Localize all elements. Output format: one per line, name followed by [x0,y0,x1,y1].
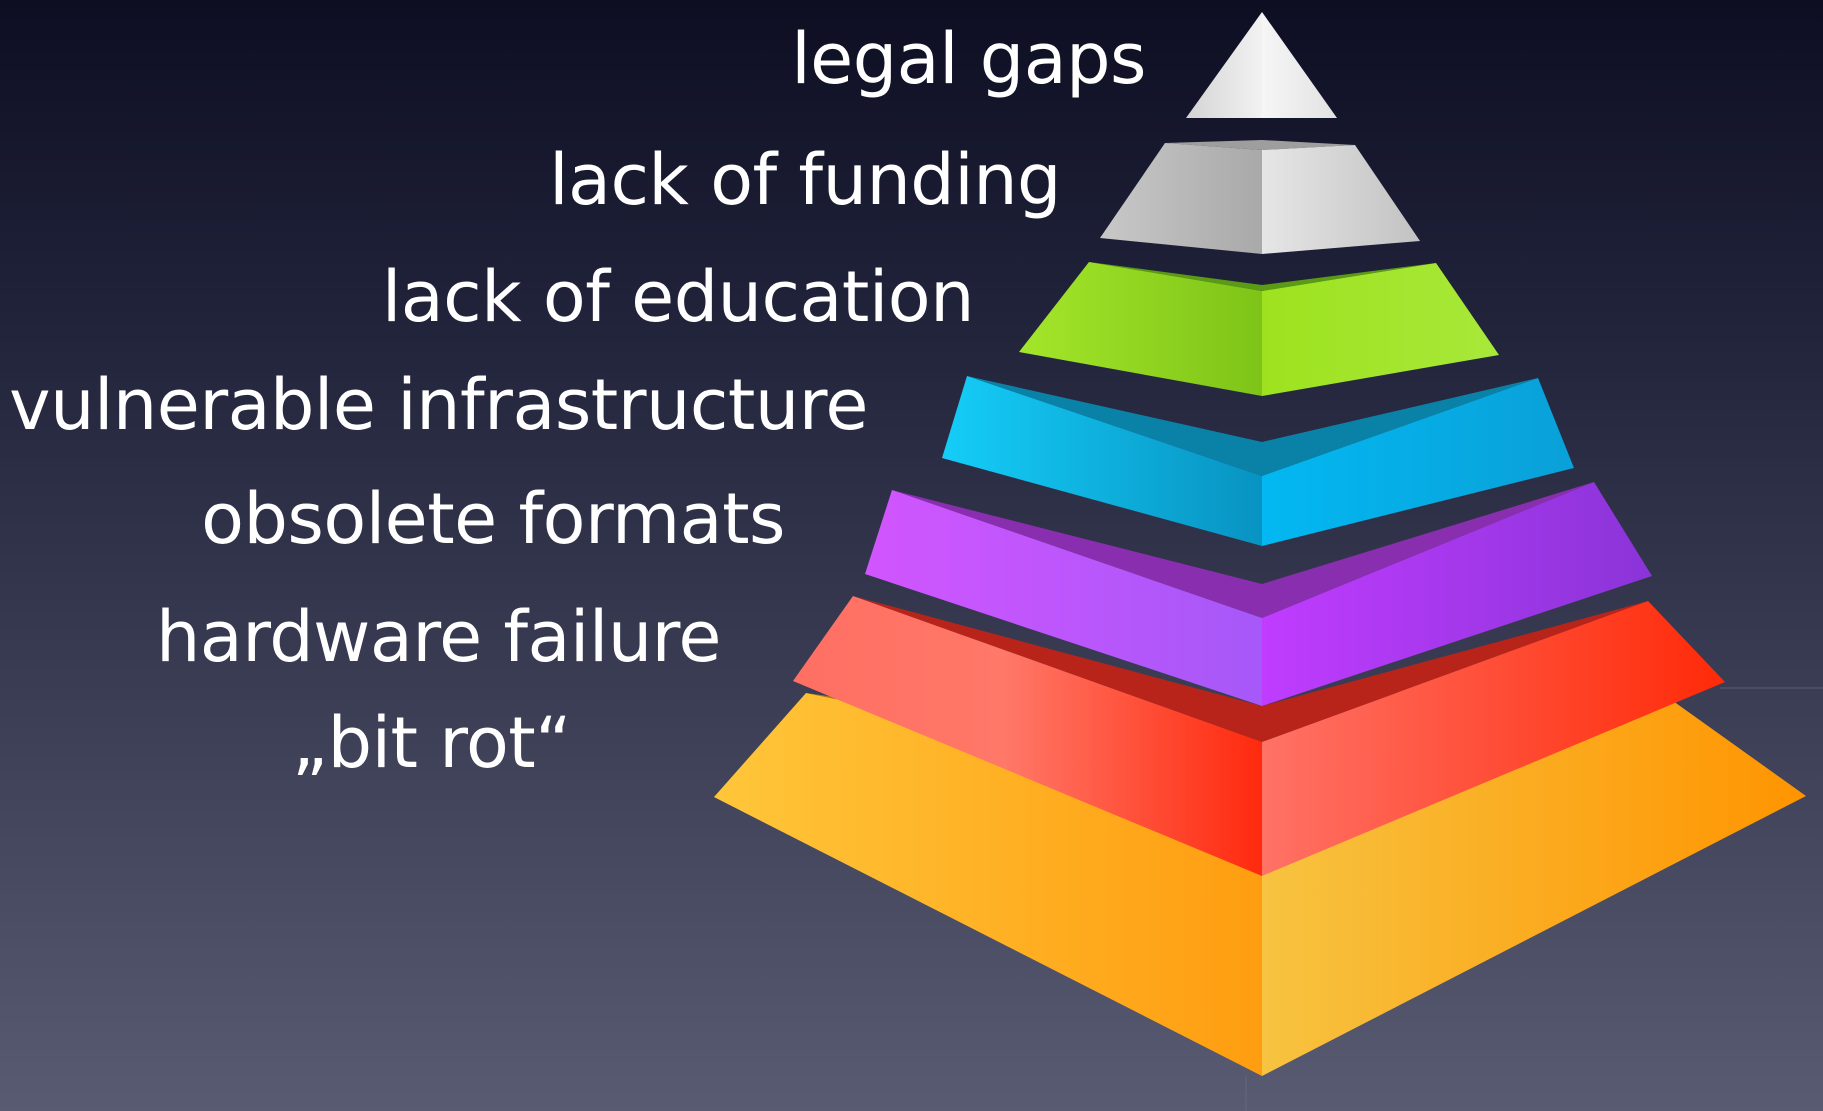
layer-lack-of-education [1019,262,1499,396]
layer-hardware-failure-left-face [793,596,1262,876]
label-lack-of-education: lack of education [381,256,975,338]
layer-vulnerable-infrastructure-right-face [1262,378,1574,546]
layer-lack-of-funding [1100,140,1420,254]
layer-vulnerable-infrastructure-left-face [942,376,1262,546]
layer-hardware-failure-top [853,596,1648,742]
layer-lack-of-funding-left-face [1100,143,1262,254]
layer-obsolete-formats-top [892,482,1594,618]
layer-hardware-failure [793,596,1725,876]
layer-lack-of-education-top [1089,262,1436,291]
label-obsolete-formats: obsolete formats [201,478,785,560]
layer-obsolete-formats-right-face [1262,482,1652,706]
layer-legal-gaps-left-face [1186,12,1262,118]
label-legal-gaps: legal gaps [791,18,1146,100]
label-hardware-failure: hardware failure [155,596,722,678]
layer-legal-gaps-right-face [1262,12,1337,118]
layer-legal-gaps [1186,12,1337,118]
layer-lack-of-funding-top [1165,140,1355,150]
label-vulnerable-infrastructure: vulnerable infrastructure [9,364,868,446]
layer-vulnerable-infrastructure-top [967,376,1538,476]
layer-lack-of-education-right-face [1262,263,1499,396]
layer-hardware-failure-right-face [1262,601,1725,876]
layer-obsolete-formats [865,482,1652,706]
layer-obsolete-formats-left-face [865,490,1262,706]
label-bit-rot: „bit rot“ [291,702,572,784]
layer-vulnerable-infrastructure [942,376,1574,546]
label-lack-of-funding: lack of funding [549,139,1061,221]
layer-lack-of-education-left-face [1019,262,1262,396]
layer-lack-of-funding-right-face [1262,145,1420,254]
